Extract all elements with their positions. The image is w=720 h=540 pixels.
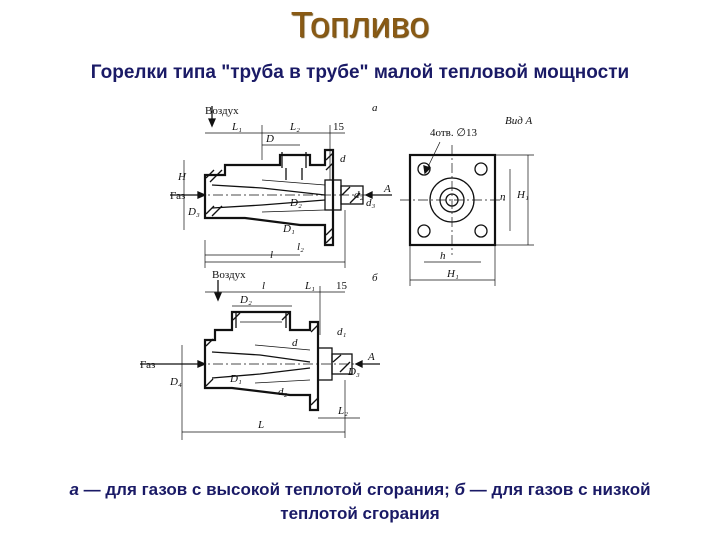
dim-view-n: n bbox=[500, 191, 506, 203]
dim-b-d1: d₁ bbox=[337, 326, 347, 338]
burner-a-drawing: а Воздух L₁ L₂ 15 D bbox=[170, 102, 392, 268]
dim-view-H1: H₁ bbox=[446, 268, 459, 280]
dim-a-l: l bbox=[270, 249, 273, 261]
air-label-a: Воздух bbox=[205, 105, 239, 117]
dim-a-d2: d₂ bbox=[354, 189, 364, 201]
dim-b-d: d bbox=[292, 337, 298, 349]
dim-b-L2: L₂ bbox=[337, 405, 348, 417]
dim-view-H2: H₁ bbox=[516, 189, 529, 201]
dim-a-D2: D₂ bbox=[289, 197, 302, 209]
view-letter-a: а bbox=[372, 102, 378, 114]
caption-text-a: — для газов с высокой теплотой сгорания; bbox=[78, 480, 455, 499]
gas-label-a: Газ bbox=[170, 190, 185, 202]
view-arrow-b: A bbox=[367, 351, 375, 363]
slide-title: Топливо bbox=[290, 4, 430, 45]
holes-label: 4отв. ∅13 bbox=[430, 127, 477, 139]
dim-b-l: l bbox=[262, 280, 265, 292]
dim-a-D: D bbox=[265, 133, 274, 145]
dim-a-D1: D₁ bbox=[282, 223, 295, 235]
dim-b-d2: d₂ bbox=[278, 386, 288, 398]
slide-subtitle: Горелки типа "труба в трубе" малой тепло… bbox=[90, 62, 630, 83]
dim-b-L1: L₁ bbox=[304, 280, 315, 292]
burner-b-drawing: б Воздух l L₁ 15 D₂ Газ bbox=[140, 269, 380, 440]
caption-letter-a: а bbox=[69, 480, 79, 499]
dim-a-L1: L₁ bbox=[231, 121, 242, 133]
gas-label-b: Газ bbox=[140, 359, 155, 371]
dim-a-15: 15 bbox=[333, 121, 345, 133]
dim-b-D2: D₂ bbox=[239, 294, 252, 306]
dim-view-h: h bbox=[440, 250, 446, 262]
dim-b-15: 15 bbox=[336, 280, 348, 292]
view-arrow-a: A bbox=[383, 183, 391, 195]
dim-b-D1: D₁ bbox=[229, 373, 242, 385]
view-letter-b: б bbox=[372, 272, 378, 284]
dim-b-L: L bbox=[257, 419, 264, 431]
dim-b-D4: D₄ bbox=[169, 376, 182, 388]
view-a-flange: 4отв. ∅13 Вид А h H₁ n H₁ bbox=[400, 115, 534, 286]
caption-text-b: — для газов с низкой теплотой сгорания bbox=[280, 480, 651, 523]
figure-caption: а — для газов с высокой теплотой сгорани… bbox=[40, 478, 680, 526]
caption-letter-b: б bbox=[454, 480, 466, 499]
dim-a-L2: L₂ bbox=[289, 121, 300, 133]
dim-a-d: d bbox=[340, 153, 346, 165]
dim-b-D3: D₃ bbox=[347, 366, 360, 378]
view-a-label: Вид А bbox=[505, 115, 533, 127]
dim-a-D3: D₃ bbox=[187, 206, 200, 218]
dim-a-d3: d₃ bbox=[366, 197, 376, 209]
air-label-b: Воздух bbox=[212, 269, 246, 281]
dim-a-H: H bbox=[177, 171, 187, 183]
dim-a-l2: l₂ bbox=[297, 241, 304, 253]
